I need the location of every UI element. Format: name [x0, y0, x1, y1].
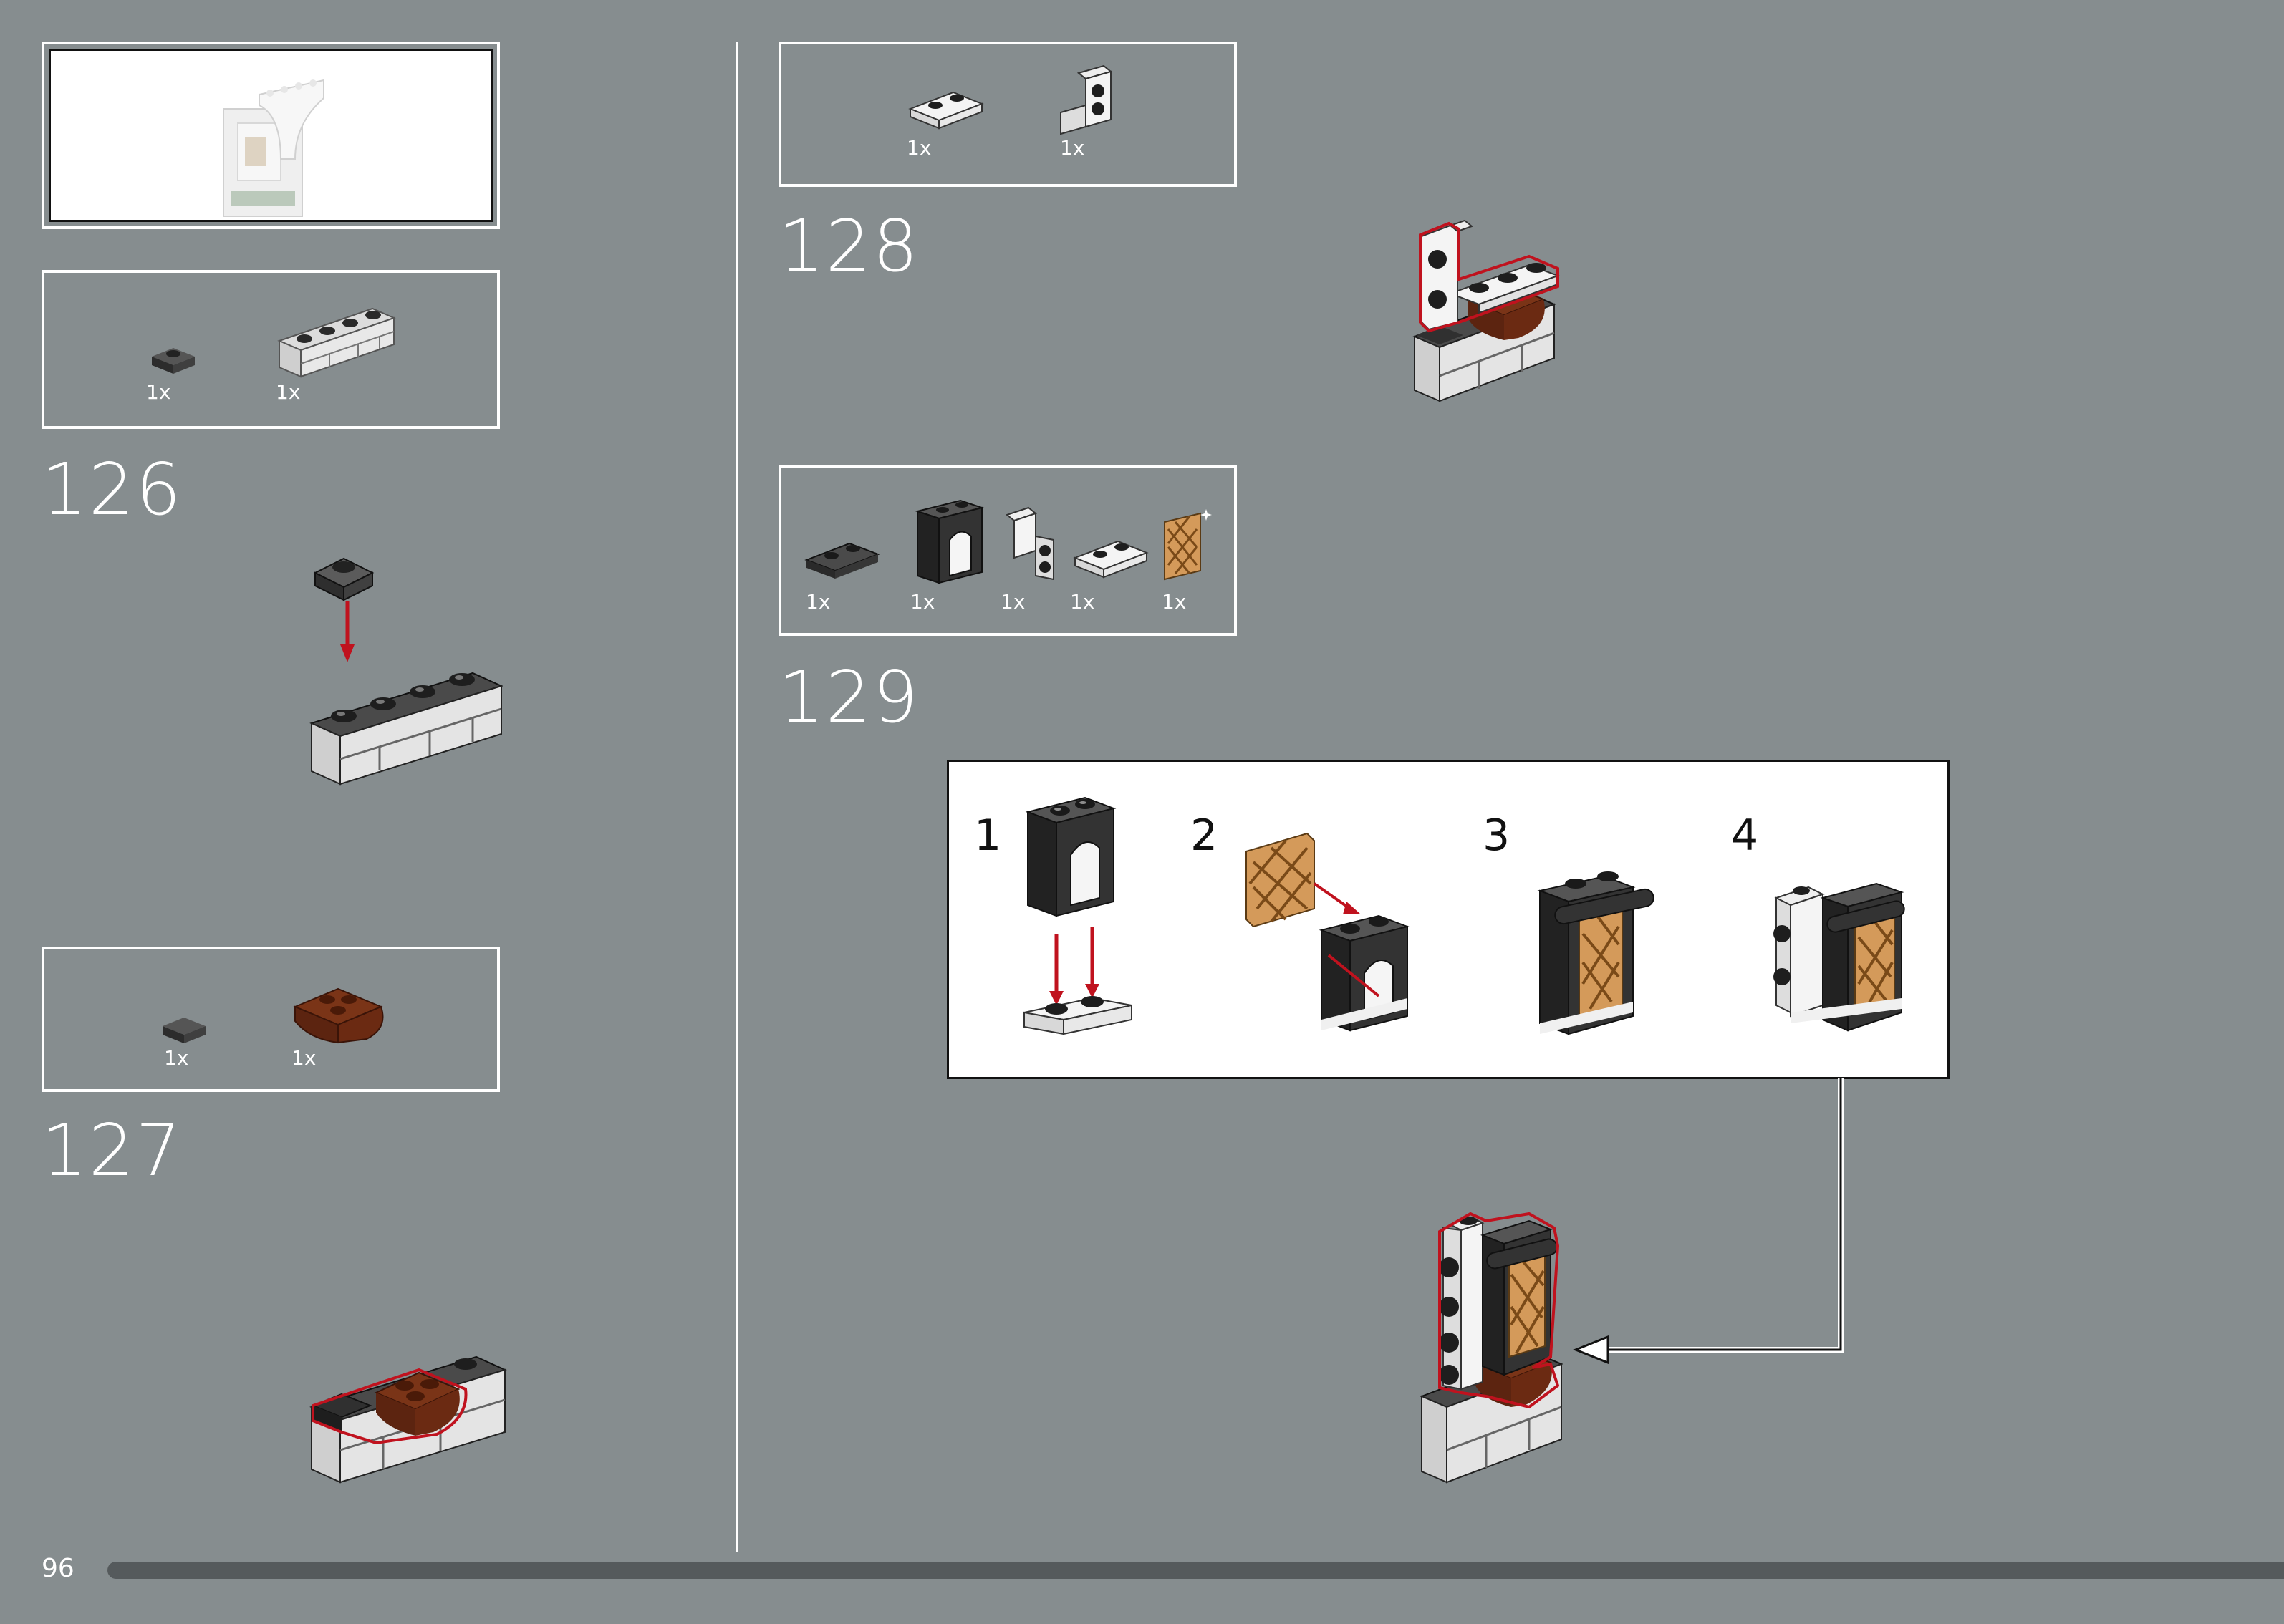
dark-plate-rail-icon — [804, 542, 880, 579]
step-number-129: 129 — [779, 655, 920, 739]
page-number: 96 — [42, 1554, 74, 1583]
parts-box-step-127: 1x 1x — [42, 947, 500, 1092]
step-128-assembly-icon — [1412, 219, 1560, 402]
dark-tile-1x1-icon — [163, 1018, 206, 1043]
white-bracket-1x1-icon — [1005, 506, 1054, 581]
step-number-128: 128 — [779, 204, 920, 288]
part-qty: 1x — [276, 380, 301, 404]
substep-1-icon — [1023, 796, 1132, 1035]
part-qty: 1x — [1070, 590, 1095, 614]
dark-tile-1x1-icon — [152, 348, 195, 374]
progress-bar — [107, 1562, 2284, 1579]
brown-curved-slope-2x2-icon — [293, 987, 384, 1044]
tan-lattice-glass-icon — [1164, 509, 1212, 581]
white-plate-1x2-icon — [1073, 540, 1149, 579]
assembly-preview-icon — [223, 79, 324, 217]
part-qty: 1x — [910, 590, 935, 614]
part-qty: 1x — [1162, 590, 1187, 614]
substep-number: 2 — [1190, 811, 1218, 861]
substep-3-icon — [1537, 871, 1654, 1035]
white-bracket-1x1-icon — [1060, 64, 1113, 135]
parts-box-step-129: 1x 1x 1x 1x 1x — [779, 465, 1237, 636]
part-qty: 1x — [907, 136, 932, 160]
step-number-126: 126 — [42, 448, 183, 531]
parts-box-step-126: 1x 1x — [42, 270, 500, 429]
white-plate-1x2-icon — [908, 91, 984, 130]
part-qty: 1x — [806, 590, 831, 614]
substep-4-icon — [1773, 882, 1905, 1032]
sub-assembly-callout: 1 2 3 4 — [947, 760, 1950, 1079]
column-divider — [736, 42, 738, 1552]
substep-number: 4 — [1731, 811, 1759, 861]
part-qty: 1x — [146, 380, 171, 404]
part-qty: 1x — [164, 1046, 189, 1070]
substep-2-icon — [1245, 832, 1410, 1032]
parts-box-step-128: 1x 1x — [779, 42, 1237, 187]
preview-box — [42, 42, 500, 229]
step-129-assembly-icon — [1420, 1212, 1563, 1484]
callout-connector-arrow — [1572, 1078, 1844, 1365]
step-number-127: 127 — [42, 1108, 183, 1192]
masonry-brick-1x4-icon — [277, 307, 396, 378]
step-126-assembly-icon — [309, 557, 503, 786]
dark-window-frame-icon — [915, 499, 985, 584]
substep-number: 3 — [1483, 811, 1510, 861]
substep-number: 1 — [974, 811, 1002, 861]
part-qty: 1x — [291, 1046, 317, 1070]
step-127-assembly-icon — [309, 1355, 507, 1484]
part-qty: 1x — [1001, 590, 1026, 614]
part-qty: 1x — [1060, 136, 1085, 160]
